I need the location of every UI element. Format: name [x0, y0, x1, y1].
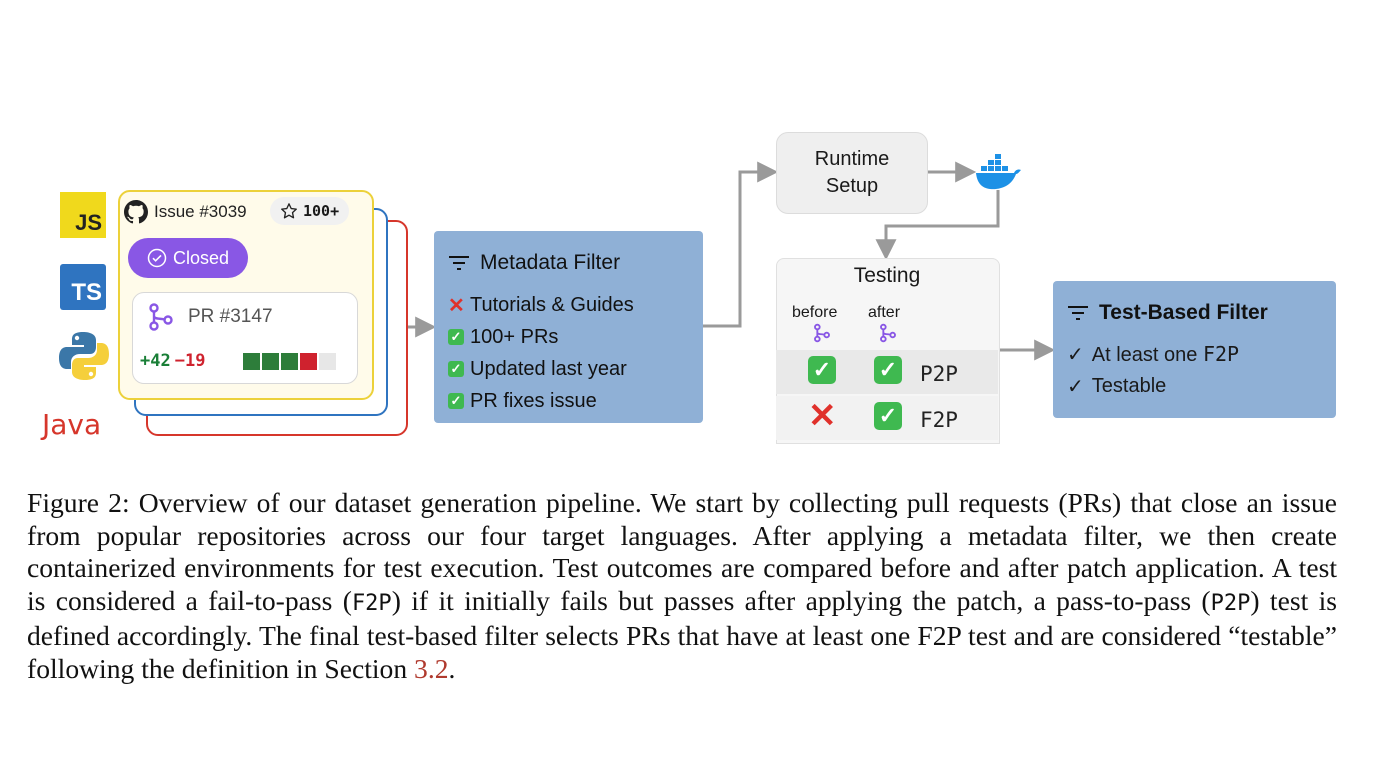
- green-check-icon: ✓: [448, 361, 464, 377]
- diff-block: [243, 353, 260, 370]
- arrow-docker-to-testing: [875, 190, 1000, 261]
- runtime-line2: Setup: [825, 175, 879, 197]
- runtime-line1: Runtime: [814, 148, 890, 170]
- issue-label: Issue #3039: [154, 202, 247, 221]
- branch-after-icon: [880, 323, 896, 343]
- typescript-logo: TS: [60, 264, 106, 310]
- metadata-criterion: ✓ Updated last year: [448, 353, 634, 385]
- docker-whale-icon: [976, 154, 1021, 190]
- star-count: 100+: [303, 202, 340, 220]
- criterion-f2p: ✓ At least one F2P: [1067, 338, 1239, 370]
- pr-label: PR #3147: [188, 306, 273, 327]
- test-based-criteria-list: ✓ At least one F2P ✓ Testable: [1067, 338, 1239, 402]
- checkmark-icon: ✓: [1067, 343, 1084, 366]
- additions-count: +42: [140, 351, 171, 371]
- star-count-badge: 100+: [270, 197, 350, 225]
- figure-caption: Figure 2: Overview of our dataset genera…: [27, 487, 1338, 684]
- filter-icon: [1068, 306, 1088, 320]
- green-check-icon: ✓: [448, 393, 464, 409]
- closed-label: Closed: [172, 247, 230, 268]
- test-based-filter-title: Test-Based Filter: [1099, 301, 1268, 324]
- criterion-testable: ✓ Testable: [1067, 370, 1239, 402]
- star-icon: [281, 203, 297, 219]
- deletions-count: −19: [174, 351, 206, 371]
- diff-bar: [243, 353, 336, 370]
- red-cross-icon: ✕: [808, 397, 837, 435]
- metadata-criteria-list: ✕Tutorials & Guides ✓ 100+ PRs ✓ Updated las…: [448, 289, 634, 417]
- metadata-criterion: ✓ PR fixes issue: [448, 385, 634, 417]
- github-icon: [124, 200, 148, 224]
- runtime-setup-box: Runtime Setup: [776, 132, 928, 214]
- green-check-icon: ✓: [874, 402, 902, 430]
- metadata-filter-title: Metadata Filter: [480, 251, 621, 274]
- criterion-testable-text: Testable: [1091, 374, 1167, 397]
- test-type-label: F2P: [920, 408, 958, 432]
- java-label: Java: [42, 408, 102, 441]
- p2p-inline-code: P2P: [1210, 590, 1251, 616]
- diff-block: [262, 353, 279, 370]
- metadata-criterion: ✕Tutorials & Guides: [448, 289, 634, 321]
- closed-status-badge: Closed: [128, 238, 248, 278]
- test-type-label: P2P: [920, 362, 958, 386]
- green-check-icon: ✓: [874, 356, 902, 384]
- metadata-criterion: ✓ 100+ PRs: [448, 321, 634, 353]
- check-circle-icon: [147, 248, 167, 268]
- branch-before-icon: [814, 323, 830, 343]
- metadata-filter-header: Metadata Filter: [448, 251, 620, 275]
- green-check-icon: ✓: [448, 329, 464, 345]
- checkmark-icon: ✓: [1067, 375, 1084, 398]
- before-column-header: before: [792, 304, 838, 321]
- diff-block: [281, 353, 298, 370]
- diff-block: [319, 353, 336, 370]
- test-based-filter-box: Test-Based Filter ✓ At least one F2P ✓ T…: [1053, 281, 1336, 418]
- issue-header: Issue #3039: [124, 200, 247, 224]
- f2p-inline-code: F2P: [351, 590, 392, 616]
- diff-block: [300, 353, 317, 370]
- metadata-filter-box: Metadata Filter ✕Tutorials & Guides ✓ 100+…: [434, 231, 703, 423]
- pull-request-icon: [149, 303, 173, 331]
- testing-title: Testing: [853, 264, 921, 287]
- section-reference-link[interactable]: 3.2: [414, 652, 449, 684]
- metadata-criterion-text: 100+ PRs: [470, 325, 559, 348]
- diff-stats: +42−19: [140, 351, 205, 371]
- arrow-metadata-to-runtime: [703, 161, 779, 328]
- test-based-filter-header: Test-Based Filter: [1067, 301, 1268, 325]
- filter-icon: [449, 256, 469, 270]
- javascript-logo: JS: [60, 192, 106, 238]
- metadata-criterion-text: Tutorials & Guides: [470, 293, 634, 316]
- criterion-f2p-text: At least one F2P: [1091, 341, 1240, 366]
- metadata-criterion-text: Updated last year: [470, 357, 627, 380]
- after-column-header: after: [868, 304, 901, 321]
- python-logo-icon: [59, 332, 109, 380]
- f2p-code: F2P: [1202, 341, 1240, 366]
- flow-arrows: [404, 161, 1056, 361]
- green-check-icon: ✓: [808, 356, 836, 384]
- metadata-criterion-text: PR fixes issue: [470, 389, 597, 412]
- red-cross-icon: ✕: [448, 294, 465, 317]
